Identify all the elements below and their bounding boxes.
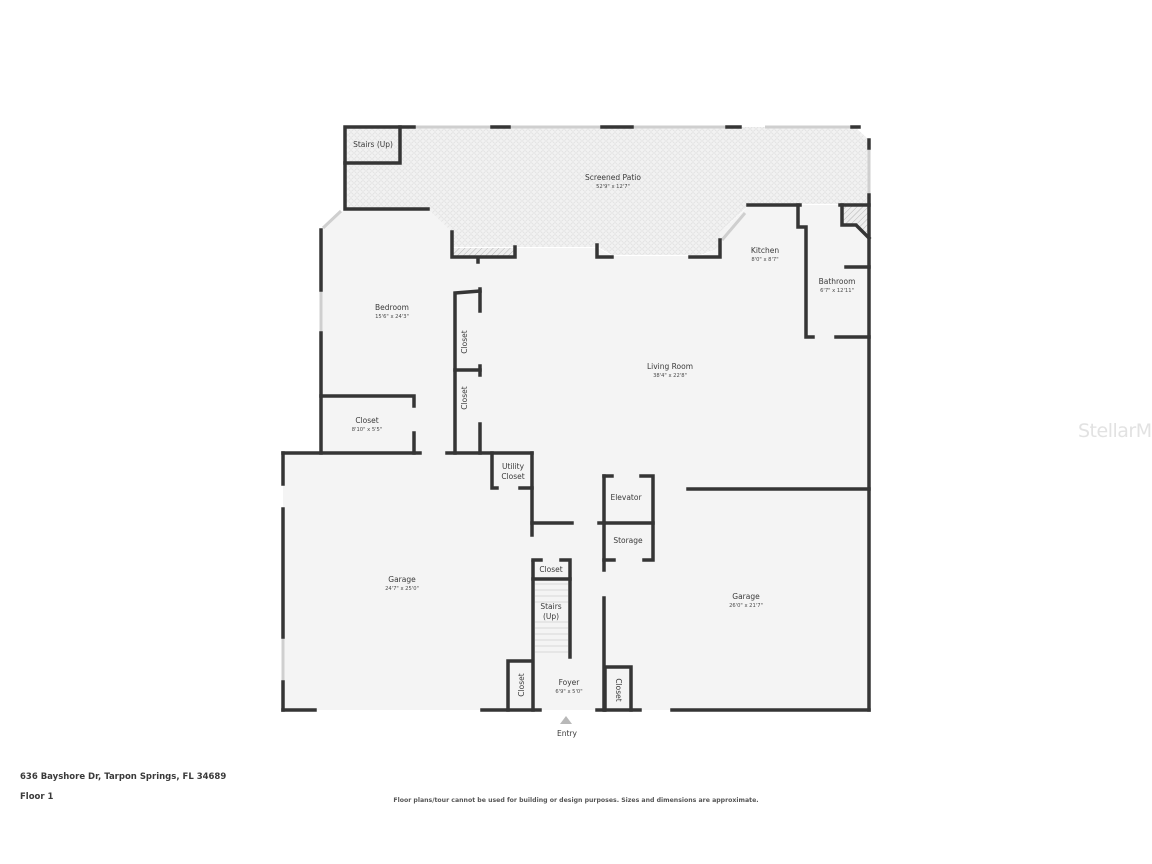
hall-closet-1-label: Closet [460,330,469,353]
interior-floor [283,205,869,710]
garage-right-label: Garage [732,592,760,601]
bathroom-dims: 6'7" x 12'11" [820,288,854,294]
utility-closet-label-2: Closet [501,472,524,481]
garage-left-dims: 24'7" x 25'0" [385,586,419,592]
garage-left-label: Garage [388,575,416,584]
floor-label: Floor 1 [20,792,54,802]
kitchen-label: Kitchen [751,246,779,255]
elevator-label: Elevator [610,493,642,502]
main-stairs-label-1: Stairs [540,602,561,611]
screened-patio-dims: 52'9" x 12'7" [596,184,630,190]
property-address: 636 Bayshore Dr, Tarpon Springs, FL 3468… [20,772,227,782]
main-stairs-treads [535,583,568,653]
garage-right-dims: 26'0" x 21'7" [729,603,763,609]
entry-label: Entry [557,729,577,738]
screened-patio-label: Screened Patio [585,173,641,182]
bedroom-label: Bedroom [375,303,409,312]
room-labels: Stairs (Up) Screened Patio 52'9" x 12'7"… [352,140,856,702]
foyer-closet-right-label: Closet [614,678,623,701]
stair-closet-label: Closet [539,565,562,574]
entry-arrow-icon [560,716,572,724]
kitchen-dims: 8'0" x 8'7" [751,257,778,263]
bedroom-closet-dims: 8'10" x 5'5" [352,427,383,433]
storage-label: Storage [613,536,643,545]
foyer-closet-left-label: Closet [517,673,526,696]
living-room-label: Living Room [647,362,693,371]
bedroom-closet-label: Closet [355,416,378,425]
screened-patio-floor [345,127,869,255]
foyer-dims: 6'9" x 5'0" [555,689,582,695]
bathroom-label: Bathroom [819,277,856,286]
floor-fills [283,127,869,710]
walls [281,125,872,712]
utility-closet-label-1: Utility [502,462,525,471]
foyer-label: Foyer [559,678,581,687]
bedroom-dims: 15'6" x 24'3" [375,314,409,320]
disclaimer: Floor plans/tour cannot be used for buil… [393,797,759,804]
stairs-up-patio-label: Stairs (Up) [353,140,393,149]
watermark: StellarMLS [1078,420,1152,442]
main-stairs-label-2: (Up) [543,612,559,621]
patio-ledge-hatch [453,248,514,256]
hall-closet-2-label: Closet [460,386,469,409]
living-room-dims: 38'4" x 22'8" [653,373,687,379]
